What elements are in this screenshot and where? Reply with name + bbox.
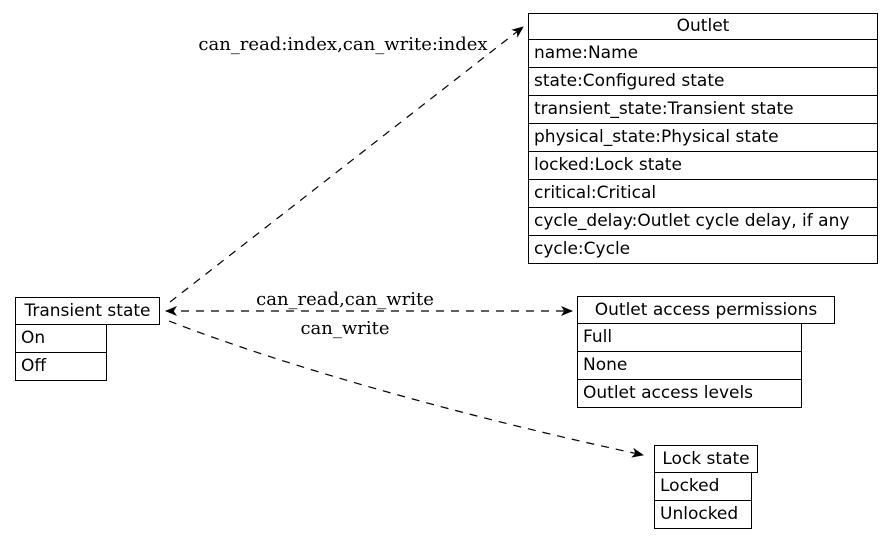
table-lock-state: Lock state Locked Unlocked (654, 445, 758, 529)
table-outlet-access-permissions: Outlet access permissions Full None Outl… (577, 296, 835, 408)
table-row: name:Name (528, 39, 878, 68)
table-row: critical:Critical (528, 179, 878, 208)
edge-transient-to-outlet (169, 26, 524, 303)
edge-transient-to-lock-state (168, 320, 644, 458)
table-row: Locked (654, 472, 752, 501)
table-outlet-access-permissions-header: Outlet access permissions (577, 296, 835, 324)
table-row: locked:Lock state (528, 151, 878, 180)
table-row: On (15, 324, 107, 353)
edge-label-can-read-can-write: can_read,can_write (256, 289, 434, 310)
table-row: Full (577, 323, 802, 352)
table-row: cycle:Cycle (528, 235, 878, 264)
table-lock-state-header: Lock state (654, 445, 758, 473)
table-row: None (577, 351, 802, 380)
table-row: transient_state:Transient state (528, 95, 878, 124)
edge-label-can-write: can_write (300, 318, 390, 339)
edge-label-can-read-index: can_read:index,can_write:index (198, 34, 488, 55)
table-transient-state: Transient state On Off (15, 297, 160, 381)
table-row: cycle_delay:Outlet cycle delay, if any (528, 207, 878, 236)
table-transient-state-header: Transient state (15, 297, 160, 325)
table-row: Off (15, 352, 107, 381)
table-row: physical_state:Physical state (528, 123, 878, 152)
table-row: Outlet access levels (577, 379, 802, 408)
table-outlet-header: Outlet (528, 13, 878, 40)
table-outlet: Outlet name:Name state:Configured state … (528, 13, 878, 264)
table-row: Unlocked (654, 500, 752, 529)
table-row: state:Configured state (528, 67, 878, 96)
